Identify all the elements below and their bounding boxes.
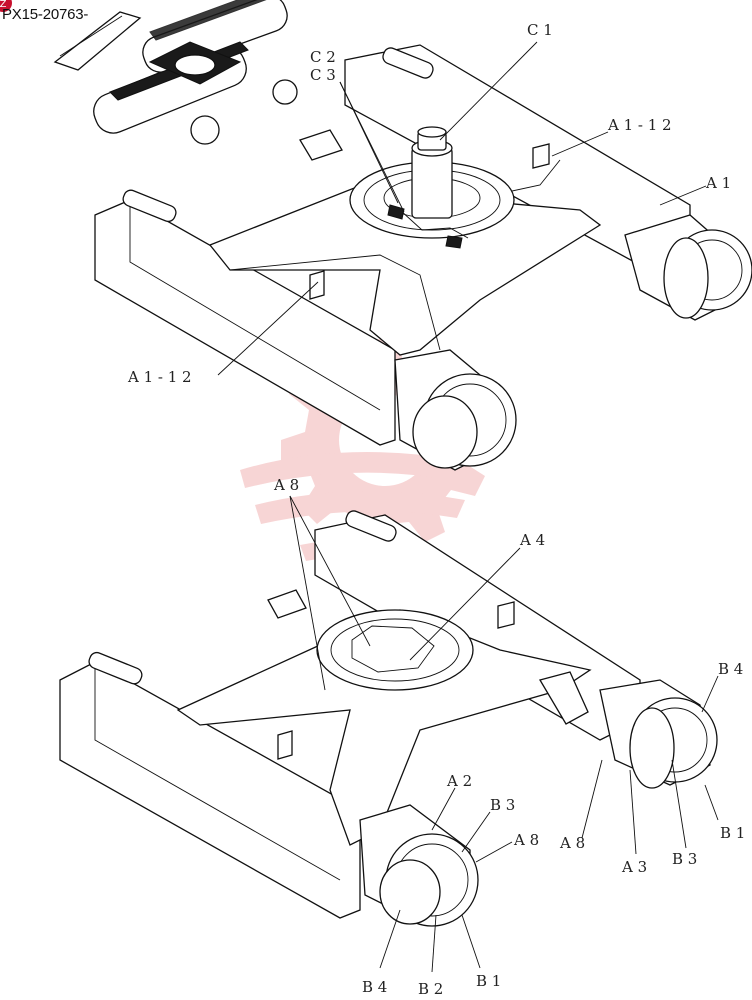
document-id: PX15-20763- [2,6,89,23]
callout-b4-right: B 4 [718,660,743,678]
callout-a1-12-right: A 1 - 1 2 [607,116,672,134]
callout-b3-right: B 3 [672,850,697,868]
callout-a8-right: A 8 [559,834,585,852]
callout-b2-bottom: B 2 [418,980,443,998]
upper-frame [94,44,752,471]
callout-b4-bottom: B 4 [362,978,387,996]
callout-a8-mid: A 8 [513,831,539,849]
callout-a8-top: A 8 [273,476,299,494]
callout-b1-bottom: B 1 [476,972,501,990]
callout-labels: C 1 C 2 C 3 A 1 - 1 2 A 1 A 1 - 1 2 A 8 … [127,21,745,998]
callout-b3-mid: B 3 [490,796,515,814]
leader-lines [217,41,719,973]
callout-a2: A 2 [446,772,472,790]
callout-c2: C 2 [310,48,336,66]
callout-a1: A 1 [705,174,731,192]
corner-badge: Z [0,0,12,12]
callout-c3: C 3 [310,66,336,84]
thumbnail-undercarriage [53,0,298,145]
callout-a3: A 3 [621,858,647,876]
callout-a4: A 4 [519,531,545,549]
callout-a1-12-left: A 1 - 1 2 [127,368,192,386]
lower-frame [59,510,718,927]
callout-c1: C 1 [527,21,553,39]
callout-b1-right: B 1 [720,824,745,842]
